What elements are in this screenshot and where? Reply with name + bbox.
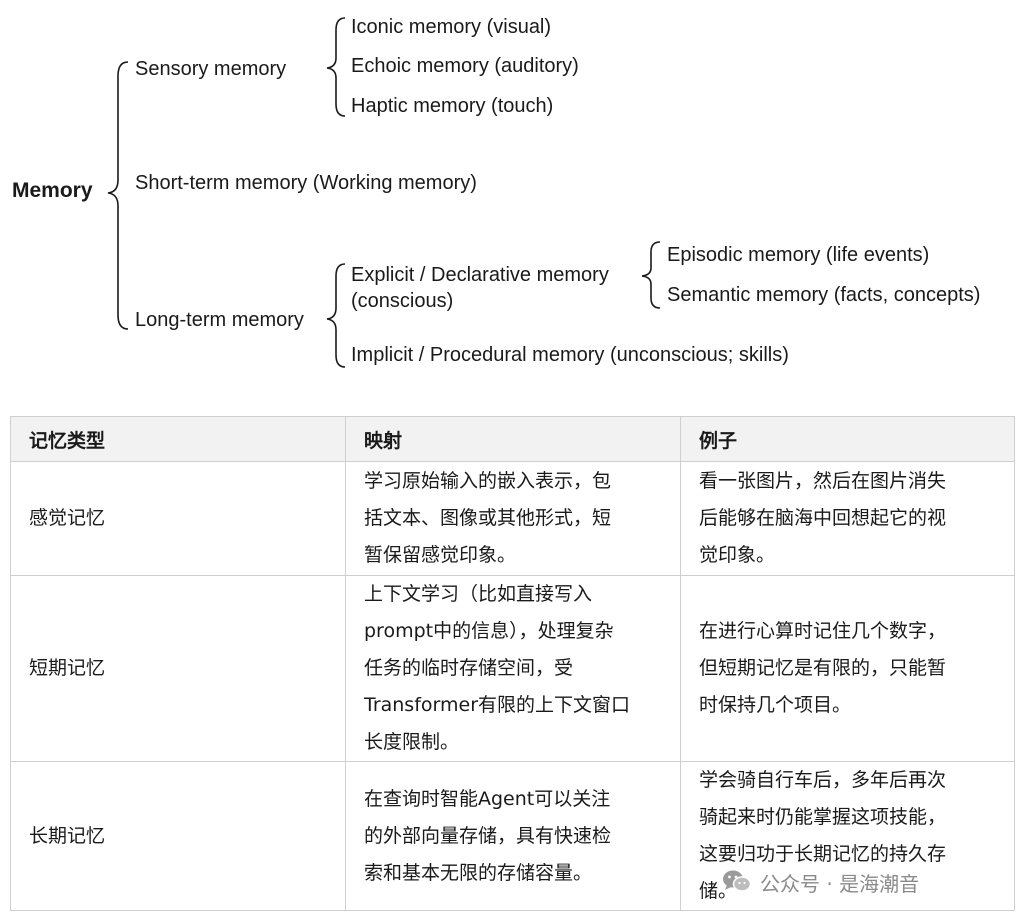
sensory-memory-label: Sensory memory [135, 58, 286, 80]
explicit-brace [641, 241, 661, 309]
implicit-memory-label: Implicit / Procedural memory (unconsciou… [351, 344, 789, 366]
header-example: 例子 [680, 416, 1015, 462]
echoic-memory-label: Echoic memory (auditory) [351, 55, 579, 77]
semantic-memory-label: Semantic memory (facts, concepts) [667, 284, 980, 306]
memory-mapping-table: 记忆类型 映射 例子 感觉记忆 学习原始输入的嵌入表示，包 括文本、图像或其他形… [10, 416, 1015, 911]
watermark-text: 公众号 · 是海潮音 [760, 871, 920, 896]
short-term-memory-label: Short-term memory (Working memory) [135, 172, 477, 194]
mapping-text-line: 暂保留感觉印象。 [364, 544, 517, 566]
long-term-brace [326, 263, 346, 368]
iconic-memory-label: Iconic memory (visual) [351, 16, 551, 38]
table-row: 短期记忆 上下文学习（比如直接写入 prompt中的信息），处理复杂 任务的临时… [10, 575, 1015, 762]
example-text-line: 觉印象。 [699, 544, 776, 566]
memory-type-cell: 长期记忆 [10, 761, 346, 911]
root-brace [107, 61, 129, 330]
header-mapping: 映射 [345, 416, 681, 462]
example-text-line: 时保持几个项目。 [699, 694, 852, 716]
example-text-line: 在进行心算时记住几个数字， [699, 620, 947, 642]
example-text-line: 学会骑自行车后，多年后再次 [699, 769, 947, 791]
mapping-text-line: 任务的临时存储空间，受 [364, 657, 574, 679]
haptic-memory-label: Haptic memory (touch) [351, 95, 553, 117]
mapping-text-line: 在查询时智能Agent可以关注 [364, 787, 611, 810]
example-text-line: 骑起来时仍能掌握这项技能， [699, 806, 947, 828]
memory-type-cell: 短期记忆 [10, 575, 346, 762]
sensory-brace [326, 17, 346, 117]
example-text-line: 看一张图片，然后在图片消失 [699, 470, 947, 492]
mapping-cell: 上下文学习（比如直接写入 prompt中的信息），处理复杂 任务的临时存储空间，… [345, 575, 681, 762]
memory-type-cell: 感觉记忆 [10, 461, 346, 576]
explicit-memory-sublabel: (conscious) [351, 290, 453, 312]
long-term-memory-label: Long-term memory [135, 309, 304, 331]
mapping-text-line: 的外部向量存储，具有快速检 [364, 824, 612, 847]
mapping-text-line: Transformer有限的上下文窗口 [364, 694, 631, 716]
episodic-memory-label: Episodic memory (life events) [667, 244, 929, 266]
wechat-icon [722, 869, 752, 895]
watermark: 公众号 · 是海潮音 [722, 864, 919, 900]
example-text-line: 这要归功于长期记忆的持久存 [699, 843, 947, 865]
example-text-line: 后能够在脑海中回想起它的视 [699, 507, 947, 529]
example-text-line: 但短期记忆是有限的，只能暂 [699, 657, 947, 679]
mapping-cell: 在查询时智能Agent可以关注 的外部向量存储，具有快速检 索和基本无限的存储容… [345, 761, 681, 911]
mapping-text-line: prompt中的信息），处理复杂 [364, 620, 614, 642]
mapping-text-line: 索和基本无限的存储容量。 [364, 861, 593, 884]
mapping-text-line: 学习原始输入的嵌入表示，包 [364, 470, 612, 492]
mapping-text-line: 长度限制。 [364, 731, 460, 753]
memory-taxonomy-diagram: Memory Sensory memory Iconic memory (vis… [12, 16, 980, 368]
mapping-text-line: 括文本、图像或其他形式，短 [364, 507, 612, 529]
table-row: 感觉记忆 学习原始输入的嵌入表示，包 括文本、图像或其他形式，短 暂保留感觉印象… [10, 461, 1015, 576]
mapping-cell: 学习原始输入的嵌入表示，包 括文本、图像或其他形式，短 暂保留感觉印象。 [345, 461, 681, 576]
table-header-row: 记忆类型 映射 例子 [10, 416, 1015, 462]
example-cell: 在进行心算时记住几个数字， 但短期记忆是有限的，只能暂 时保持几个项目。 [680, 575, 1015, 762]
mapping-text-line: 上下文学习（比如直接写入 [364, 583, 593, 605]
example-cell: 看一张图片，然后在图片消失 后能够在脑海中回想起它的视 觉印象。 [680, 461, 1015, 576]
header-memory-type: 记忆类型 [10, 416, 346, 462]
memory-root-label: Memory [12, 179, 93, 202]
explicit-memory-label: Explicit / Declarative memory [351, 264, 609, 286]
